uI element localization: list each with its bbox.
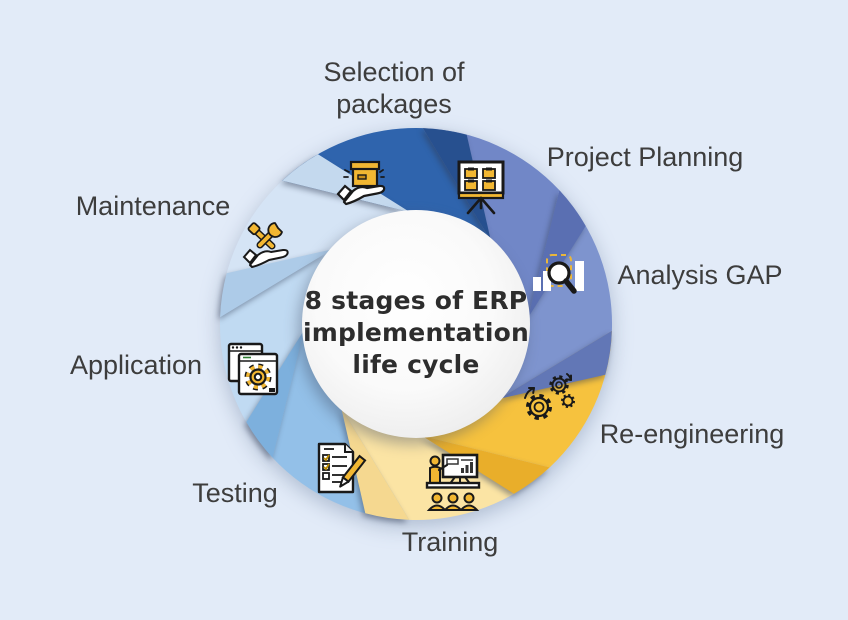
segment-label-project-planning: Project Planning bbox=[546, 142, 744, 172]
diagram-title-line: life cycle bbox=[352, 350, 480, 379]
segment-label-maintenance: Maintenance bbox=[75, 191, 231, 221]
checklist-icon bbox=[313, 442, 367, 503]
trainer-icon bbox=[425, 453, 481, 516]
segment-label-testing: Testing bbox=[192, 478, 278, 508]
diagram-title-line: 8 stages of ERP bbox=[304, 286, 528, 315]
package-in-hand-icon bbox=[336, 156, 392, 219]
gears-icon bbox=[521, 371, 577, 432]
diagram-title: 8 stages of ERP implementation life cycl… bbox=[296, 285, 536, 381]
blade-fold-selection-of-packages bbox=[422, 128, 491, 241]
presentation-board-icon bbox=[455, 158, 507, 221]
blade-fold-analysis-gap bbox=[499, 330, 612, 399]
segment-label-training: Training bbox=[401, 527, 499, 557]
app-windows-gear-icon bbox=[227, 342, 279, 401]
chart-magnifier-icon bbox=[531, 253, 587, 306]
segment-label-selection-of-packages: Selection of packages bbox=[323, 57, 465, 119]
segment-label-re-engineering: Re-engineering bbox=[599, 419, 785, 449]
blade-fold-training bbox=[341, 407, 410, 520]
blade-fold-maintenance bbox=[282, 154, 411, 213]
blade-fold-application bbox=[220, 249, 333, 318]
diagram-title-line: implementation bbox=[303, 318, 529, 347]
blade-fold-re-engineering bbox=[421, 435, 550, 494]
segment-label-analysis-gap: Analysis GAP bbox=[617, 260, 783, 290]
tools-hand-icon bbox=[242, 221, 294, 278]
center-circle bbox=[302, 210, 530, 438]
segment-label-application: Application bbox=[69, 350, 203, 380]
